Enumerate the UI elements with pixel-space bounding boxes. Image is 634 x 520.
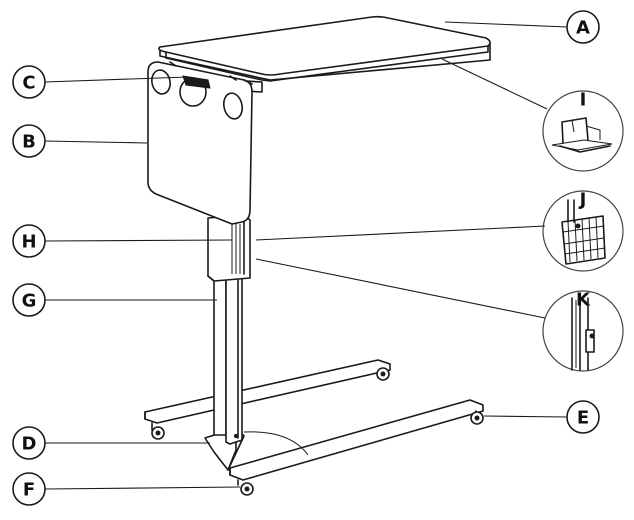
callout-k-label: K bbox=[576, 290, 591, 311]
detail-k bbox=[542, 290, 624, 372]
cup-holder-right bbox=[222, 92, 244, 120]
callout-e: E bbox=[566, 400, 600, 434]
leader-f bbox=[44, 486, 241, 490]
cup-holder-left bbox=[151, 69, 171, 95]
callout-j: J bbox=[578, 190, 587, 211]
caster-front-right bbox=[470, 410, 484, 425]
base-back-rail bbox=[144, 359, 391, 424]
leader-a bbox=[444, 21, 568, 28]
leader-b bbox=[44, 140, 148, 144]
leader-j bbox=[255, 225, 546, 241]
callout-i-label: I bbox=[580, 90, 587, 111]
callout-g-label: G bbox=[22, 291, 37, 312]
support-column bbox=[207, 214, 251, 445]
leader-i bbox=[441, 58, 548, 110]
leader-h bbox=[44, 239, 233, 242]
inner-column bbox=[213, 274, 227, 436]
leader-k bbox=[255, 258, 546, 319]
adjust-lever bbox=[182, 75, 211, 89]
caster-wheels bbox=[151, 367, 484, 496]
callout-a: A bbox=[566, 10, 600, 44]
callout-b-label: B bbox=[22, 132, 36, 153]
base-frame bbox=[144, 359, 484, 481]
caster-back-right bbox=[376, 367, 390, 381]
tabletop bbox=[158, 15, 491, 93]
callout-d: D bbox=[12, 426, 46, 460]
side-tray bbox=[147, 61, 253, 225]
callout-k: K bbox=[576, 290, 591, 311]
detail-k-circle bbox=[542, 290, 624, 372]
base-front-rail bbox=[229, 399, 484, 481]
leader-lines bbox=[44, 21, 568, 490]
caster-back-left bbox=[151, 422, 165, 440]
caster-front-left bbox=[237, 479, 254, 496]
callout-a-label: A bbox=[576, 18, 590, 39]
detail-j bbox=[542, 190, 624, 272]
leader-c bbox=[44, 76, 189, 83]
callout-g: G bbox=[12, 283, 46, 317]
callout-b: B bbox=[12, 124, 46, 158]
detail-i-circle bbox=[542, 90, 624, 172]
callout-e-label: E bbox=[577, 408, 589, 429]
callout-j-label: J bbox=[578, 190, 587, 211]
callout-i: I bbox=[580, 90, 587, 111]
outer-column bbox=[225, 275, 243, 445]
callout-d-label: D bbox=[22, 434, 37, 455]
callout-h: H bbox=[12, 224, 46, 258]
callout-h-label: H bbox=[21, 232, 36, 253]
detail-i bbox=[542, 90, 624, 172]
leader-e bbox=[483, 415, 568, 418]
callout-c-label: C bbox=[22, 73, 35, 94]
callout-c: C bbox=[12, 65, 46, 99]
callout-f: F bbox=[12, 472, 46, 506]
callout-f-label: F bbox=[23, 480, 35, 501]
